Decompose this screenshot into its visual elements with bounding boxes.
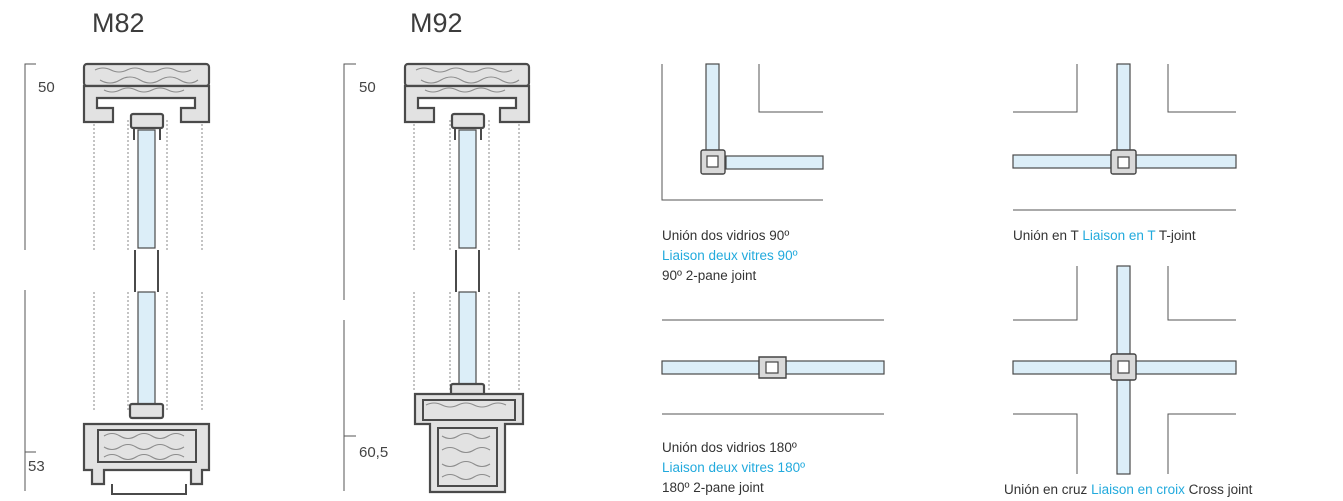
corner-glass-vertical bbox=[705, 63, 720, 155]
m92-top-profile bbox=[403, 62, 531, 140]
corner-90-caption-es: Unión dos vidrios 90º bbox=[662, 228, 790, 243]
cross-glass-right bbox=[1135, 360, 1237, 375]
corner-90-caption: Unión dos vidrios 90º Liaison deux vitre… bbox=[662, 226, 798, 286]
cross-lower-lines bbox=[1013, 413, 1236, 474]
m92-bottom-profile bbox=[413, 382, 525, 494]
cross-glass-bottom bbox=[1116, 379, 1131, 475]
m92-dim-top: 50 bbox=[359, 79, 376, 96]
cross-glass-left bbox=[1012, 360, 1112, 375]
cross-glass-top bbox=[1116, 265, 1131, 355]
corner-90-caption-fr: Liaison deux vitres 90º bbox=[662, 248, 798, 263]
corner-inner-line bbox=[758, 64, 823, 113]
straight-180-caption: Unión dos vidrios 180º Liaison deux vitr… bbox=[662, 438, 805, 498]
cross-joint-diagram bbox=[1012, 265, 1237, 475]
straight-glass-left bbox=[661, 360, 760, 375]
m92-section-diagram bbox=[343, 62, 531, 494]
cross-joint-caption: Unión en cruz Liaison en croix Cross joi… bbox=[1004, 480, 1252, 500]
t-joint-caption-fr: Liaison en T bbox=[1082, 228, 1156, 243]
m92-glass-break bbox=[455, 250, 480, 292]
t-joint-caption: Unión en T Liaison en T T-joint bbox=[1013, 226, 1196, 246]
corner-connector-core bbox=[706, 155, 719, 168]
corner-glass-horizontal bbox=[725, 155, 824, 170]
m82-glass-top bbox=[137, 129, 156, 249]
t-joint-caption-en: T-joint bbox=[1158, 228, 1196, 243]
m82-dim-bracket-bottom bbox=[24, 290, 36, 491]
t-connector-core bbox=[1117, 156, 1130, 169]
straight-180-caption-en: 180º 2-pane joint bbox=[662, 480, 764, 495]
m82-dim-bracket-top bbox=[24, 63, 36, 250]
cross-upper-lines bbox=[1013, 266, 1236, 321]
m92-glass-top bbox=[458, 129, 477, 249]
straight-180-caption-fr: Liaison deux vitres 180º bbox=[662, 460, 806, 475]
m92-dim-bracket-bottom bbox=[343, 320, 356, 491]
t-glass-left bbox=[1012, 154, 1112, 169]
t-glass-right bbox=[1135, 154, 1237, 169]
m92-glass-bottom bbox=[458, 291, 477, 397]
m92-dim-bracket-top bbox=[343, 63, 356, 300]
straight-glass-right bbox=[785, 360, 885, 375]
m82-glass-bottom bbox=[137, 291, 156, 419]
straight-180-joint-diagram bbox=[661, 319, 885, 415]
m82-glass-break bbox=[134, 250, 159, 292]
m82-guide-lines bbox=[93, 120, 203, 412]
corner-90-joint-diagram bbox=[661, 63, 824, 201]
m82-bottom-profile bbox=[82, 402, 211, 495]
corner-90-caption-en: 90º 2-pane joint bbox=[662, 268, 757, 283]
m82-title: M82 bbox=[92, 8, 145, 38]
m92-guide-lines bbox=[413, 120, 520, 392]
cross-joint-caption-fr: Liaison en croix bbox=[1091, 482, 1185, 497]
m92-title: M92 bbox=[410, 8, 463, 38]
cross-joint-caption-es: Unión en cruz bbox=[1004, 482, 1088, 497]
m82-dim-bottom: 53 bbox=[28, 458, 45, 475]
corner-outer-line bbox=[661, 64, 823, 201]
t-joint-diagram bbox=[1012, 63, 1237, 211]
straight-180-caption-es: Unión dos vidrios 180º bbox=[662, 440, 797, 455]
m82-section-diagram bbox=[24, 62, 211, 495]
straight-boundary-lines bbox=[662, 319, 884, 415]
t-joint-upper-lines bbox=[1013, 64, 1236, 113]
cross-joint-caption-en: Cross joint bbox=[1188, 482, 1253, 497]
cross-connector-core bbox=[1117, 360, 1130, 374]
t-joint-caption-es: Unión en T bbox=[1013, 228, 1079, 243]
straight-connector-core bbox=[765, 361, 779, 374]
m92-dim-bottom: 60,5 bbox=[359, 444, 389, 461]
m82-dim-top: 50 bbox=[38, 79, 55, 96]
t-glass-vertical bbox=[1116, 63, 1131, 153]
m82-top-profile bbox=[82, 62, 211, 140]
